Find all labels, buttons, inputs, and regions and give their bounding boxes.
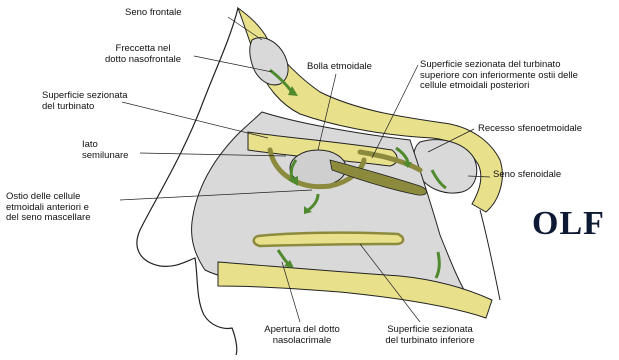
nasopharynx-wall: [480, 210, 500, 300]
frontal-sinus: [250, 38, 288, 85]
label-ostio: Ostio delle cellule etmoidali anteriori …: [6, 192, 91, 224]
label-seno-sfenoidale: Seno sfenoidale: [493, 170, 561, 181]
label-turbinato-inferiore: Superficie sezionata del turbinato infer…: [374, 325, 486, 346]
inferior-turbinate-cut: [254, 233, 403, 246]
heading-olf: OLF: [532, 205, 619, 243]
label-bolla: Bolla etmoidale: [307, 62, 372, 73]
label-freccetta: Freccetta nel dotto nasofrontale: [92, 44, 194, 65]
label-turbinato-superiore: Superficie sezionata del turbinato super…: [420, 60, 578, 92]
label-iato: Iato semilunare: [82, 140, 128, 161]
label-seno-frontale: Seno frontale: [125, 8, 182, 19]
label-apertura: Apertura del dotto nasolacrimale: [252, 325, 352, 346]
label-superficie-turbinato: Superficie sezionata del turbinato: [42, 91, 128, 112]
label-recesso: Recesso sfenoetmoidale: [478, 124, 582, 135]
